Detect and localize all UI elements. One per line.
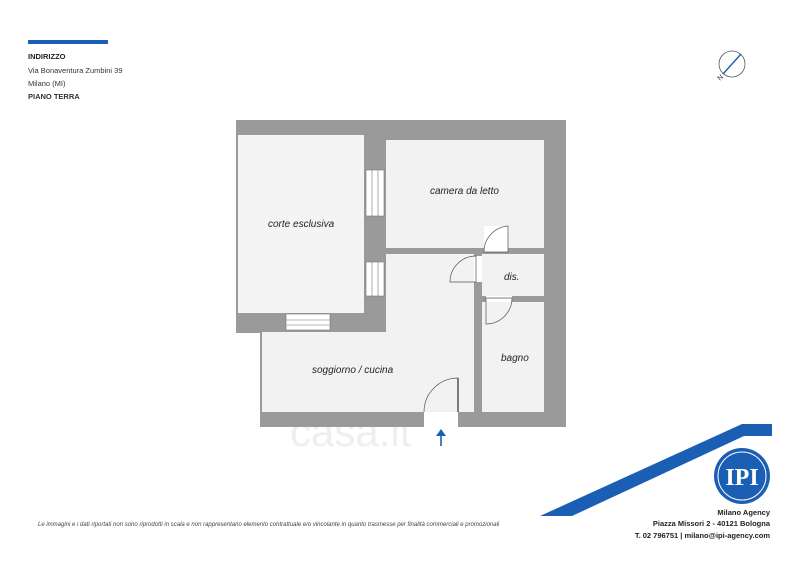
door-camera-swing [483, 225, 509, 253]
entrance-arrow-icon [436, 429, 446, 446]
door-dis-swing [449, 255, 477, 283]
disclaimer-text: Le immagini e i dati riportati non sono … [38, 522, 500, 528]
compass-icon: N [717, 50, 746, 83]
room-corte [238, 135, 364, 313]
window-corte-bottom [365, 261, 385, 297]
wall-left-bottom [236, 313, 238, 333]
address-floor: PIANO TERRA [28, 92, 80, 101]
label-dis: dis. [504, 272, 520, 283]
door-bagno-swing [485, 297, 513, 325]
logo-text: IPI [725, 465, 758, 491]
label-bagno: bagno [501, 353, 529, 364]
compass-north-label: N [717, 74, 725, 83]
door-entrance-swing [423, 377, 459, 413]
logo-roof-shape [540, 424, 772, 516]
window-corte-top [365, 169, 385, 217]
door-entrance-opening [424, 412, 458, 427]
agency-address: Piazza Missori 2 - 40121 Bologna [652, 519, 770, 528]
logo-circle [714, 448, 770, 504]
address-title: INDIRIZZO [28, 52, 66, 61]
header-accent-bar [28, 40, 108, 44]
label-camera: camera da letto [430, 186, 499, 197]
agency-name: Milano Agency [717, 508, 770, 517]
room-bagno [482, 302, 544, 412]
label-corte: corte esclusiva [268, 219, 335, 230]
agency-logo: IPI [540, 424, 772, 516]
label-soggiorno: soggiorno / cucina [312, 365, 394, 376]
room-camera [386, 140, 544, 248]
address-street: Via Bonaventura Zumbini 39 [28, 66, 123, 75]
window-soggiorno [285, 313, 331, 331]
door-dis-opening [474, 256, 482, 282]
address-city: Milano (MI) [28, 79, 66, 88]
room-dis [482, 254, 544, 296]
agency-contact: T. 02 796751 | milano@ipi-agency.com [634, 531, 770, 540]
room-soggiorno [262, 254, 474, 412]
outside-left-bottom [236, 333, 260, 427]
door-bagno-opening [486, 296, 512, 302]
